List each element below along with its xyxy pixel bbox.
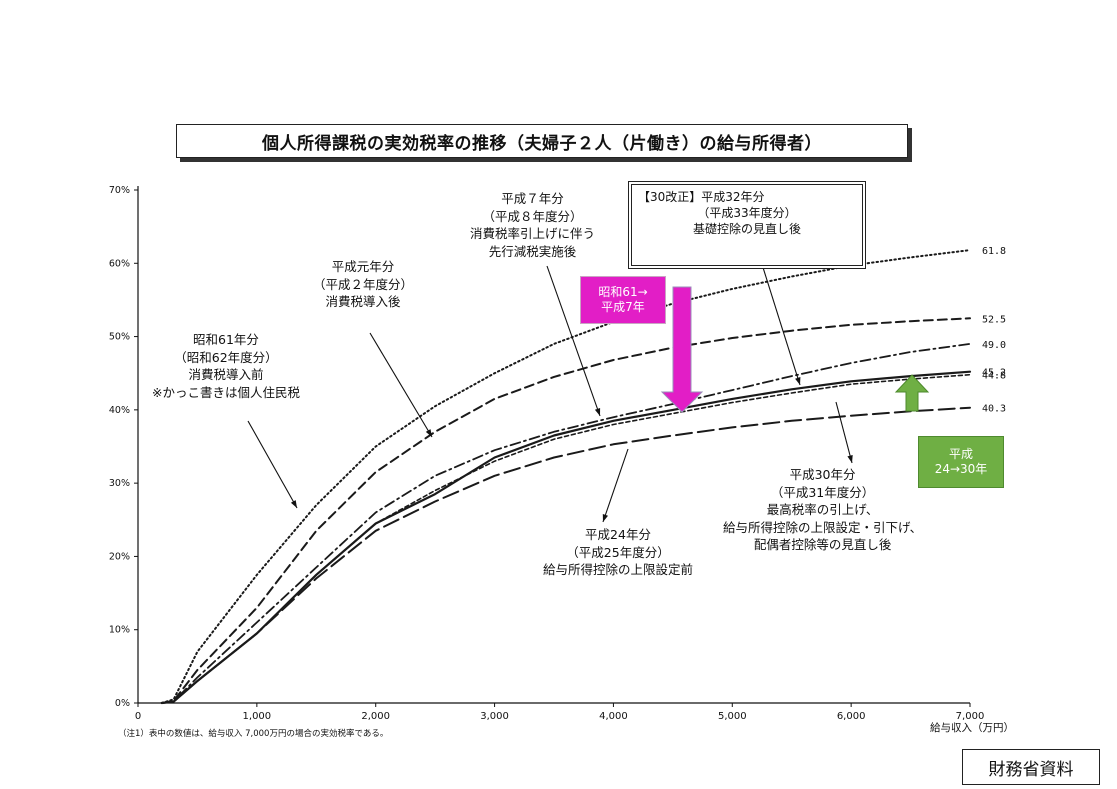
pointer-line — [546, 265, 601, 417]
x-axis-label: 給与収入（万円） — [930, 722, 1014, 734]
series-line — [160, 343, 971, 704]
annotation-h30-line: （平成31年度分） — [770, 484, 875, 500]
source-label: 財務省資料 — [962, 749, 1100, 785]
y-tick-label: 50% — [109, 332, 130, 343]
series-end-label: 44.8 — [982, 371, 1006, 382]
annotation-h30: 平成30年分 （平成31年度分） 最高税率の引上げ、 給与所得控除の上限設定・引… — [723, 466, 922, 554]
y-tick-label: 0% — [115, 698, 130, 709]
y-tick-label: 20% — [109, 551, 130, 562]
x-tick-label: 7,000 — [956, 711, 985, 722]
annotation-h30-line: 最高税率の引上げ、 — [766, 502, 879, 517]
annotation-h7: 平成７年分 （平成８年度分） 消費税率引上げに伴う 先行減税実施後 — [470, 190, 595, 260]
y-tick-label: 30% — [109, 478, 130, 489]
annotation-h32-line: （平成33年度分） — [697, 206, 797, 221]
y-tick-label: 40% — [109, 405, 130, 416]
x-tick-label: 5,000 — [718, 711, 747, 722]
chart-series — [160, 249, 972, 705]
pointer-arrowhead — [602, 514, 608, 522]
x-tick-label: 4,000 — [599, 711, 628, 722]
y-tick-label: 70% — [109, 185, 130, 196]
annotation-h32-line: 【30改正】平成32年分 — [638, 190, 765, 204]
green-period-tag: 平成 24→30年 — [918, 436, 1004, 488]
x-tick-label: 6,000 — [837, 711, 866, 722]
annotation-h1-line: （平成２年度分） — [313, 276, 414, 292]
annotation-h1: 平成元年分 （平成２年度分） 消費税導入後 — [313, 258, 413, 311]
series-end-label: 61.8 — [982, 246, 1006, 257]
annotation-s61-line: 消費税導入前 — [188, 367, 264, 382]
annotation-pointers — [247, 257, 853, 523]
annotation-h24: 平成24年分 （平成25年度分） 給与所得控除の上限設定前 — [543, 526, 693, 579]
series-end-label: 40.3 — [982, 404, 1006, 415]
annotation-s61-line: ※かっこ書きは個人住民税 — [152, 384, 300, 400]
annotation-h24-line: （平成25年度分） — [566, 544, 670, 560]
footnote: （注1）表中の数値は、給与収入 7,000万円の場合の実効税率である。 — [118, 729, 389, 739]
pointer-line — [247, 420, 298, 509]
annotation-h30-line: 平成30年分 — [789, 467, 856, 482]
pointer-arrowhead — [795, 377, 801, 385]
annotation-s61: 昭和61年分 （昭和62年度分） 消費税導入前 ※かっこ書きは個人住民税 — [152, 331, 300, 401]
x-tick-label: 3,000 — [480, 711, 509, 722]
y-tick-label: 10% — [109, 625, 130, 636]
chart-title: 個人所得課税の実効税率の推移（夫婦子２人（片働き）の給与所得者） — [176, 124, 908, 158]
x-tick-label: 0 — [135, 711, 141, 722]
series-line — [160, 373, 971, 704]
series-end-label: 45.2 — [982, 368, 1006, 379]
annotation-h30-line: 給与所得控除の上限設定・引下げ、 — [723, 519, 923, 535]
pointer-arrowhead — [594, 408, 601, 416]
annotation-h7-line: 消費税率引上げに伴う — [470, 226, 596, 241]
annotation-s61-line: 昭和61年分 — [193, 332, 259, 347]
series-end-label: 52.5 — [982, 314, 1006, 325]
green-up-arrow — [894, 374, 930, 412]
chart-axes: 0% 10% 20% 30% 40% 50% 60% 70% 0 1,000 2,000 3,000 4… — [109, 185, 984, 722]
pink-period-tag: 昭和61→ 平成7年 — [580, 276, 666, 324]
y-tick-label: 60% — [109, 258, 130, 269]
series-end-label: 49.0 — [982, 340, 1006, 351]
x-tick-label: 1,000 — [243, 711, 272, 722]
annotation-s61-line: （昭和62年度分） — [174, 349, 278, 365]
pointer-arrowhead — [425, 429, 432, 437]
annotation-h24-line: 平成24年分 — [585, 527, 651, 542]
annotation-h1-line: 平成元年分 — [331, 259, 395, 274]
annotation-h24-line: 給与所得控除の上限設定前 — [543, 562, 694, 577]
pointer-line — [759, 257, 801, 386]
annotation-h7-line: （平成８年度分） — [482, 208, 583, 224]
annotation-h32-box: 【30改正】平成32年分 （平成33年度分） 基礎控除の見直し後 — [631, 184, 863, 266]
pointer-line — [835, 401, 853, 464]
annotation-h1-line: 消費税導入後 — [325, 294, 401, 309]
annotation-h7-line: 先行減税実施後 — [488, 243, 577, 259]
pointer-arrowhead — [847, 455, 853, 463]
x-tick-label: 2,000 — [361, 711, 390, 722]
series-line — [160, 406, 971, 704]
pointer-arrowhead — [290, 500, 297, 508]
series-line — [160, 317, 971, 704]
series-line — [160, 249, 971, 704]
series-end-labels: 61.8 52.5 49.0 45.244.8 40.3 — [982, 246, 1006, 415]
pointer-line — [369, 332, 433, 438]
annotation-h7-line: 平成７年分 — [501, 191, 564, 206]
highlight-arrows — [660, 286, 930, 413]
annotation-h32-line: 基礎控除の見直し後 — [692, 222, 801, 237]
pink-down-arrow — [660, 286, 704, 413]
pointer-line — [602, 448, 629, 523]
annotation-h30-line: 配偶者控除等の見直し後 — [753, 537, 892, 552]
